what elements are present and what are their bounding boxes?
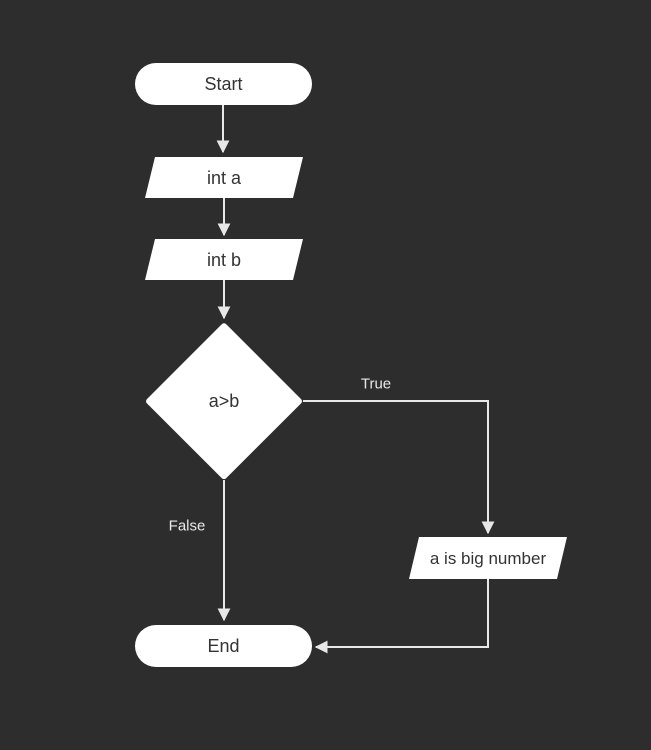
- node-end: End: [135, 625, 312, 667]
- edge-label-true: True: [360, 375, 392, 393]
- node-decision: a>b: [145, 322, 303, 480]
- node-decision-label: a>b: [208, 390, 240, 411]
- node-start: Start: [135, 63, 312, 105]
- node-end-label: End: [207, 636, 240, 656]
- node-int-b: int b: [145, 239, 303, 280]
- node-int-a: int a: [145, 157, 303, 198]
- edge-decision-true-to-big-number: [303, 400, 495, 535]
- node-int-a-label: int a: [206, 167, 242, 188]
- node-int-b-label: int b: [206, 249, 242, 270]
- node-big-number-label: a is big number: [429, 548, 547, 568]
- edge-label-false: False: [168, 517, 206, 535]
- edge-big-number-to-end: [314, 579, 489, 654]
- node-big-number: a is big number: [409, 537, 567, 579]
- node-start-label: Start: [204, 74, 243, 94]
